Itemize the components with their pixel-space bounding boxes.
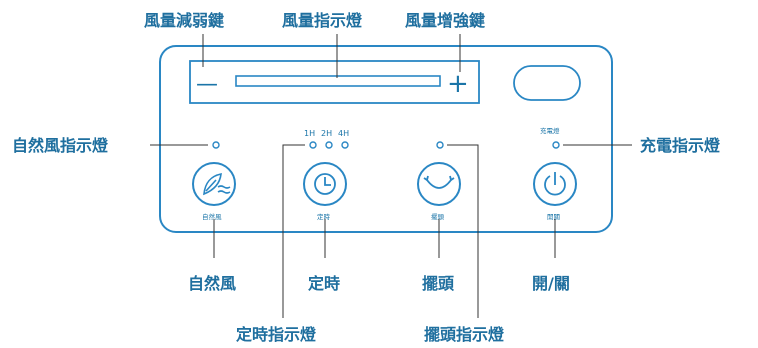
- timer-indicator-light-1h: [309, 141, 317, 149]
- callout-fan-up-key: 風量增強鍵: [405, 11, 485, 30]
- power-button[interactable]: [533, 162, 577, 206]
- timer-hour-2h: 2H: [321, 129, 332, 138]
- callout-timer-indicator: 定時指示燈: [235, 325, 317, 344]
- timer-button-label: 定時: [317, 212, 331, 221]
- top-pill-button[interactable]: [513, 65, 581, 101]
- callout-fan-level-indicator: 風量指示燈: [282, 11, 363, 30]
- fan-up-symbol[interactable]: +: [447, 69, 469, 99]
- charge-indicator-light: [552, 141, 560, 149]
- power-button-label: 開關: [547, 213, 560, 221]
- fan-speed-bar-frame: [189, 60, 480, 104]
- swing-indicator-light: [436, 141, 444, 149]
- natural-wind-button[interactable]: [192, 162, 236, 206]
- natural-wind-indicator-light: [212, 141, 220, 149]
- power-button-ring[interactable]: [533, 162, 577, 206]
- charge-light-label: 充電燈: [540, 126, 560, 135]
- callout-swing-indicator: 擺頭指示燈: [424, 325, 505, 344]
- swing-arc-icon: [423, 175, 455, 189]
- callout-natural-wind: 自然風: [188, 274, 236, 293]
- leader-timer-indicator: [282, 144, 305, 318]
- natural-wind-button-ring[interactable]: [192, 162, 236, 206]
- callout-charge-indicator: 充電指示燈: [640, 136, 721, 155]
- timer-hour-4h: 4H: [338, 129, 349, 138]
- swing-button[interactable]: [417, 162, 461, 206]
- fan-level-track: [235, 75, 441, 87]
- timer-button[interactable]: [303, 162, 347, 206]
- callout-timer: 定時: [307, 274, 340, 293]
- control-panel: [159, 45, 613, 233]
- swing-button-label: 擺頭: [431, 212, 445, 221]
- callout-fan-down-key: 風量減弱鍵: [144, 11, 224, 30]
- timer-button-ring[interactable]: [303, 162, 347, 206]
- timer-hour-1h: 1H: [304, 129, 315, 138]
- callout-natural-wind-indicator: 自然風指示燈: [12, 136, 109, 155]
- leaf-wind-icon: [203, 173, 231, 196]
- callout-swing: 擺頭: [422, 274, 455, 293]
- callout-power: 開/關: [532, 274, 570, 293]
- timer-indicator-light-4h: [341, 141, 349, 149]
- timer-indicator-light-2h: [325, 141, 333, 149]
- leader-swing-indicator: [447, 144, 479, 318]
- clock-icon: [314, 173, 336, 195]
- power-icon: [544, 172, 566, 196]
- swing-button-ring[interactable]: [417, 162, 461, 206]
- fan-down-symbol[interactable]: —: [196, 72, 218, 97]
- natural-wind-button-label: 自然風: [202, 212, 222, 221]
